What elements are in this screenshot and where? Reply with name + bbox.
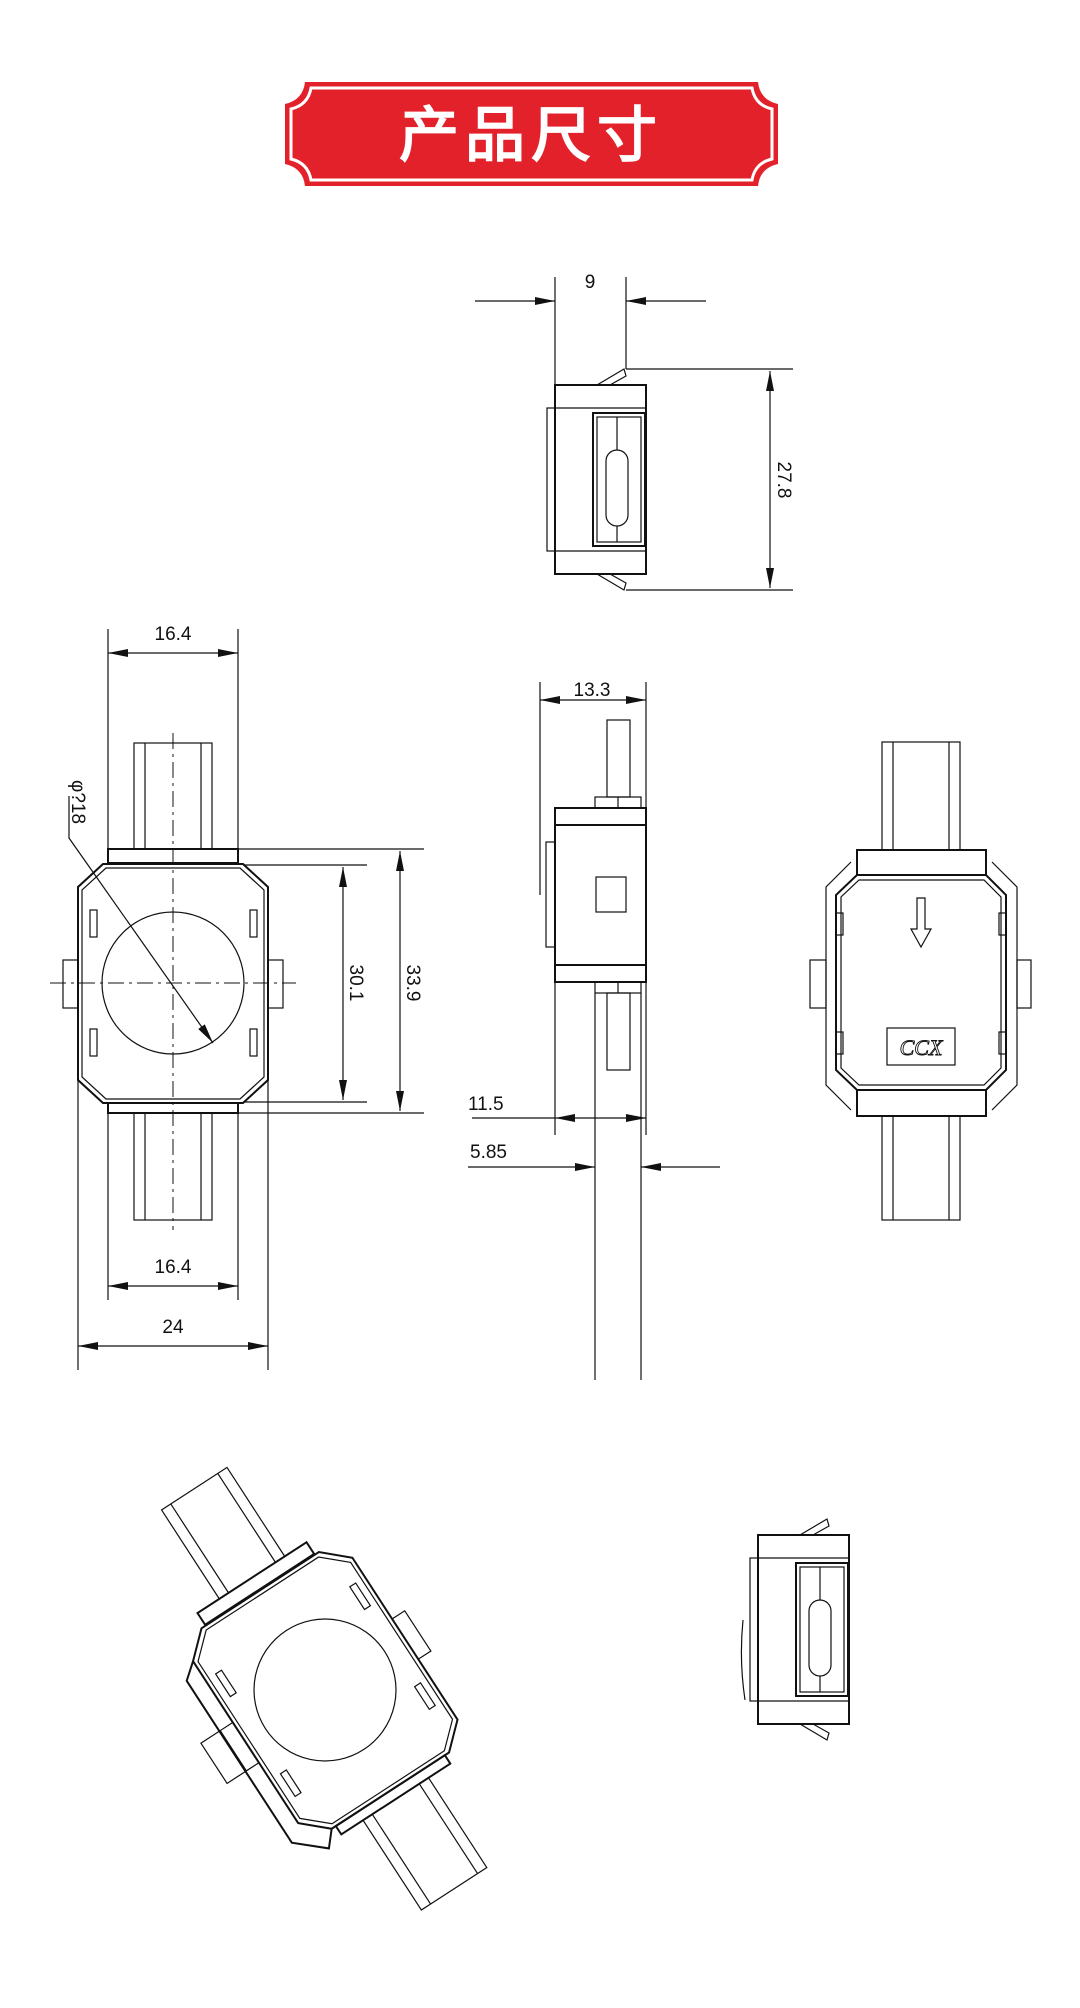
- dim-bottom-width: 16.4: [155, 1257, 192, 1278]
- dim-top-width: 16.4: [155, 624, 192, 645]
- front-view: 16.4 φ?18 30.1 33.9 16.4 24: [50, 624, 424, 1370]
- back-view: CCX: [809, 741, 1032, 1221]
- dim-stub-depth: 5.85: [470, 1142, 507, 1163]
- brand-logo: CCX: [900, 1035, 944, 1060]
- dim-diameter: φ?18: [67, 780, 88, 824]
- small-top-view: [740, 1518, 850, 1741]
- dim-top-width: 9: [585, 272, 596, 293]
- side-view: 13.3 11.5 5.85: [468, 680, 720, 1380]
- title-banner: 产品尺寸: [285, 82, 778, 186]
- top-view: 9 27.8: [475, 272, 794, 591]
- page-title: 产品尺寸: [399, 101, 663, 171]
- dim-total-width: 24: [162, 1317, 184, 1338]
- dim-outer-height: 33.9: [402, 965, 423, 1002]
- dim-top-height: 27.8: [773, 462, 794, 499]
- isometric-view: [101, 1427, 548, 1950]
- dim-depth: 13.3: [574, 680, 611, 701]
- dim-inner-height: 30.1: [345, 965, 366, 1002]
- direction-arrow-icon: [909, 897, 933, 949]
- dim-body-depth: 11.5: [468, 1094, 504, 1115]
